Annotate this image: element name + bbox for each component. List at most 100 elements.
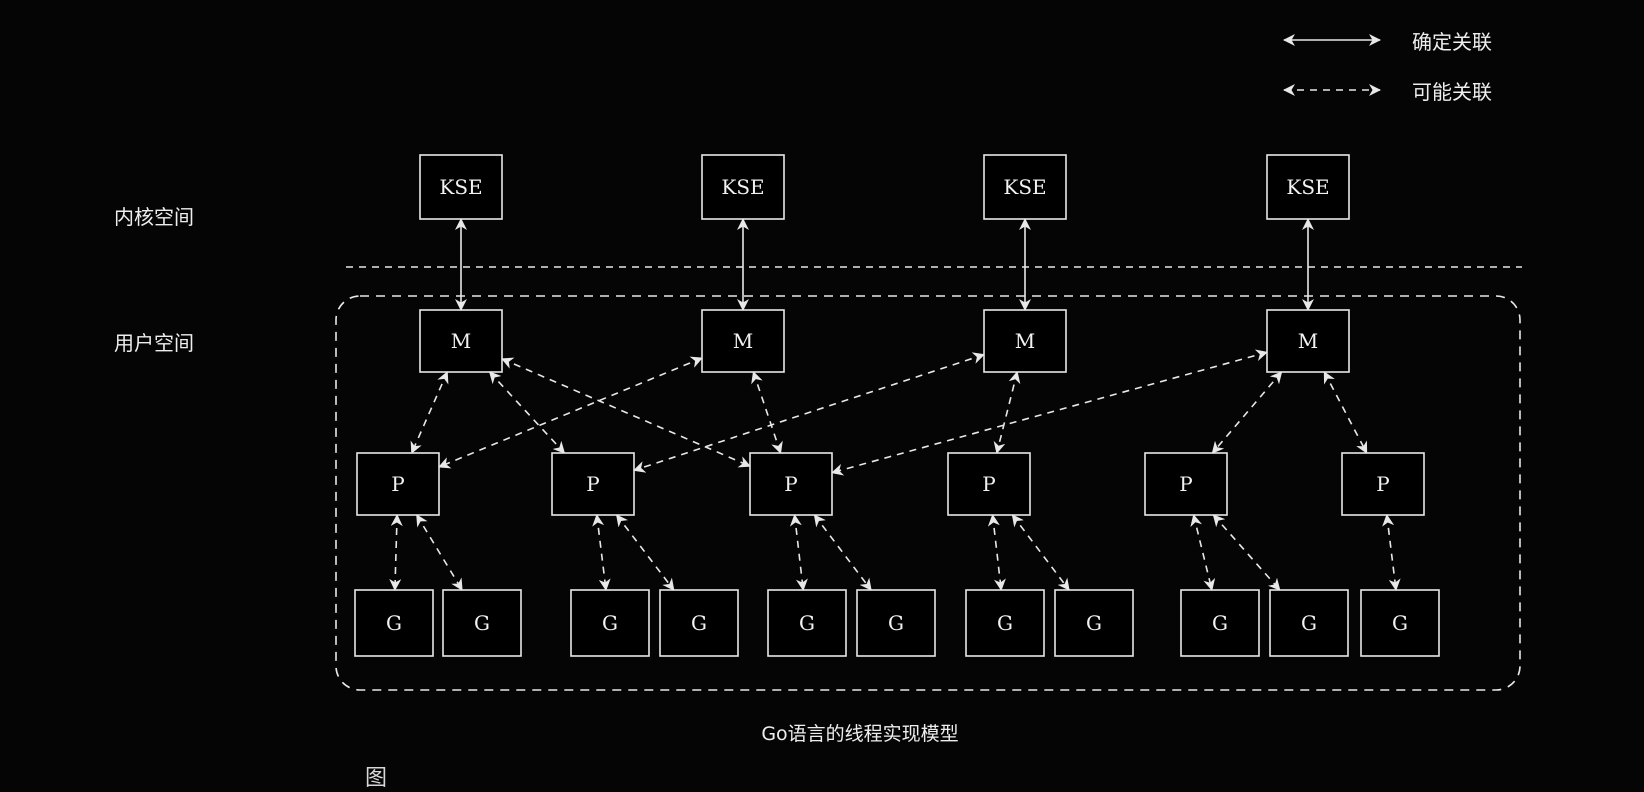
g-node-label: G — [1392, 611, 1408, 635]
kse-node-box — [419, 154, 503, 220]
g-node: G — [1180, 589, 1260, 657]
legend: 确定关联 可能关联 — [1283, 30, 1492, 104]
g-node: G — [856, 589, 936, 657]
possible-edge — [501, 357, 751, 468]
possible-edge — [987, 514, 1006, 591]
possible-edge — [615, 514, 675, 591]
legend-possible-label: 可能关联 — [1412, 80, 1492, 104]
g-node: G — [767, 589, 847, 657]
g-node: G — [1054, 589, 1134, 657]
m-node-label: M — [1298, 329, 1318, 353]
p-node-label: P — [586, 472, 599, 496]
g-node-label: G — [1086, 611, 1102, 635]
g-node-box — [570, 589, 650, 657]
possible-edge — [831, 349, 1268, 476]
m-node-label: M — [451, 329, 471, 353]
possible-edge — [488, 371, 566, 454]
m-node: M — [1266, 309, 1350, 373]
possible-edge — [993, 371, 1021, 454]
g-node-box — [354, 589, 434, 657]
g-node-label: G — [474, 611, 490, 635]
possible-edge — [389, 514, 403, 591]
g-node: G — [570, 589, 650, 657]
p-node-label: P — [1179, 472, 1192, 496]
g-node-box — [1054, 589, 1134, 657]
possible-edge — [789, 514, 808, 591]
g-node-label: G — [888, 611, 904, 635]
g-node: G — [1269, 589, 1349, 657]
kse-node: KSE — [1266, 154, 1350, 220]
possible-edge — [592, 514, 611, 591]
g-node-box — [1269, 589, 1349, 657]
p-node-label: P — [391, 472, 404, 496]
g-node-box — [965, 589, 1045, 657]
user-space-label: 用户空间 — [114, 331, 194, 355]
g-node: G — [659, 589, 739, 657]
m-node-label: M — [1015, 329, 1035, 353]
p-node-label: P — [982, 472, 995, 496]
m-node-box — [1266, 309, 1350, 373]
kse-node-box — [1266, 154, 1350, 220]
g-node-box — [1180, 589, 1260, 657]
p-node: P — [1341, 452, 1425, 516]
g-node-label: G — [691, 611, 707, 635]
edges — [389, 218, 1401, 591]
possible-edge — [751, 371, 783, 454]
possible-edge — [438, 356, 703, 469]
m-node: M — [419, 309, 503, 373]
p-node: P — [749, 452, 833, 516]
p-node-box — [1144, 452, 1228, 516]
possible-edge — [633, 352, 985, 473]
m-node-box — [701, 309, 785, 373]
g-node-label: G — [1301, 611, 1317, 635]
kse-node: KSE — [983, 154, 1067, 220]
kse-node-label: KSE — [721, 175, 764, 199]
g-node: G — [354, 589, 434, 657]
g-node-box — [1360, 589, 1440, 657]
g-node-box — [659, 589, 739, 657]
figure-caption-partial: 图 — [365, 766, 388, 791]
p-node-box — [947, 452, 1031, 516]
p-node: P — [551, 452, 635, 516]
p-node-box — [1341, 452, 1425, 516]
p-node: P — [947, 452, 1031, 516]
kernel-space-label: 内核空间 — [114, 205, 194, 229]
possible-edge — [1323, 371, 1368, 454]
p-node-box — [749, 452, 833, 516]
possible-edge — [1382, 514, 1401, 591]
possible-edge — [416, 514, 463, 591]
g-node-box — [856, 589, 936, 657]
g-node-label: G — [602, 611, 618, 635]
m-node: M — [701, 309, 785, 373]
legend-definite-label: 确定关联 — [1412, 30, 1492, 54]
kse-node-box — [701, 154, 785, 220]
kse-node-label: KSE — [1003, 175, 1046, 199]
possible-edge — [813, 514, 872, 591]
g-node-label: G — [997, 611, 1013, 635]
kse-node: KSE — [419, 154, 503, 220]
diagram-caption: Go语言的线程实现模型 — [761, 723, 958, 745]
possible-edge — [1212, 514, 1281, 591]
m-node-label: M — [733, 329, 753, 353]
possible-edge — [1211, 371, 1283, 454]
possible-edge — [410, 371, 449, 454]
kse-node-label: KSE — [439, 175, 482, 199]
m-node: M — [983, 309, 1067, 373]
p-node-label: P — [1376, 472, 1389, 496]
m-node-box — [983, 309, 1067, 373]
possible-edge — [1011, 514, 1070, 591]
nodes: KSE KSE KSE KSE M M M M P P P P P P G G G G G G G G G G G — [354, 154, 1440, 657]
g-node-label: G — [1212, 611, 1228, 635]
p-node: P — [356, 452, 440, 516]
g-node-label: G — [386, 611, 402, 635]
user-space-boundary — [335, 295, 1521, 691]
p-node: P — [1144, 452, 1228, 516]
g-node-label: G — [799, 611, 815, 635]
possible-edge — [1190, 514, 1216, 591]
p-node-box — [356, 452, 440, 516]
g-node: G — [965, 589, 1045, 657]
p-node-box — [551, 452, 635, 516]
m-node-box — [419, 309, 503, 373]
